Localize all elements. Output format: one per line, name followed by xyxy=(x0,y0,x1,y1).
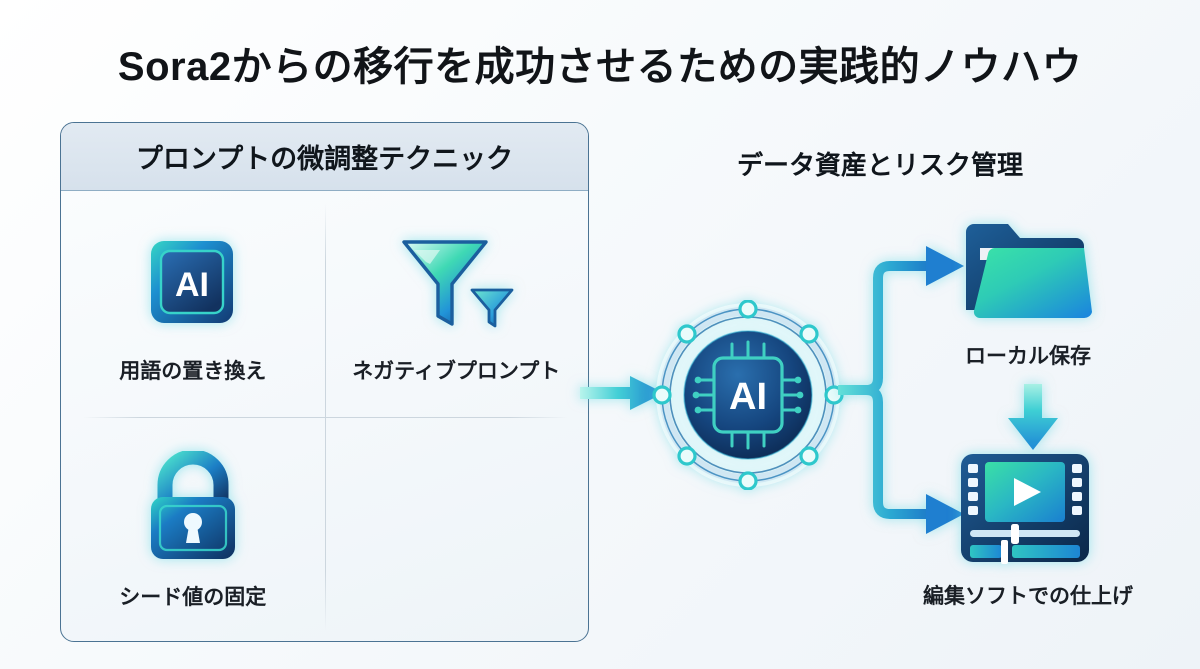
technique-label: 用語の置き換え xyxy=(119,360,267,383)
ai-chip-icon: AI xyxy=(133,223,253,341)
technique-grid: AI 用語の置き換え xyxy=(61,191,589,641)
technique-cell-seed-fixation[interactable]: シード値の固定 xyxy=(61,417,325,641)
padlock-icon xyxy=(133,449,253,567)
svg-text:AI: AI xyxy=(729,376,767,418)
technique-label: ネガティブプロンプト xyxy=(352,360,561,383)
technique-cell-negative-prompt[interactable]: ネガティブプロンプト xyxy=(325,191,589,417)
funnel-filter-icon xyxy=(396,223,516,341)
panel-header: プロンプトの微調整テクニック xyxy=(61,123,588,191)
video-editor-icon[interactable] xyxy=(955,448,1095,568)
ai-hub-icon[interactable]: AI xyxy=(648,299,848,491)
arrow-folder-to-video-icon xyxy=(988,382,1078,454)
technique-cell-term-replacement[interactable]: AI 用語の置き換え xyxy=(61,191,325,417)
technique-cell-empty xyxy=(325,417,589,641)
right-section-title: データ資産とリスク管理 xyxy=(736,150,1023,180)
page-title: Sora2からの移行を成功させるための実践的ノウハウ xyxy=(117,45,1083,89)
panel-header-label: プロンプトの微調整テクニック xyxy=(135,144,514,174)
prompt-techniques-panel: プロンプトの微調整テクニック xyxy=(60,122,589,642)
grid-horizontal-divider xyxy=(83,417,568,419)
folder-icon[interactable] xyxy=(958,216,1098,326)
folder-node-label: ローカル保存 xyxy=(965,345,1091,368)
video-node-label: 編集ソフトでの仕上げ xyxy=(923,585,1133,608)
svg-text:AI: AI xyxy=(175,266,209,304)
technique-label: シード値の固定 xyxy=(119,586,267,609)
